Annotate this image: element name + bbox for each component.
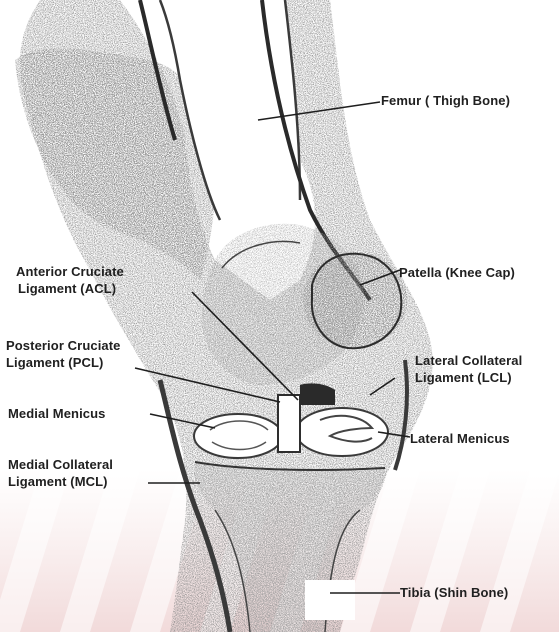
pcl-label: Posterior Cruciate Ligament (PCL) [6, 337, 121, 371]
mcl-label: Medial Collateral Ligament (MCL) [8, 456, 113, 490]
lcl-label-line1: Lateral Collateral [415, 352, 522, 369]
lcl-label: Lateral Collateral Ligament (LCL) [415, 352, 522, 386]
acl-label-line1: Anterior Cruciate [14, 263, 124, 280]
pcl-label-line2: Ligament (PCL) [6, 354, 121, 371]
medial-meniscus-label: Medial Menicus [8, 405, 105, 422]
acl-label: Anterior Cruciate Ligament (ACL) [14, 263, 124, 297]
patella-label: Patella (Knee Cap) [399, 264, 515, 281]
pcl-label-line1: Posterior Cruciate [6, 337, 121, 354]
lateral-meniscus [296, 408, 388, 456]
medial-meniscus [194, 414, 282, 458]
lateral-meniscus-label: Lateral Menicus [410, 430, 510, 447]
acl-label-line2: Ligament (ACL) [14, 280, 124, 297]
patella-bone [303, 252, 407, 348]
mcl-label-line1: Medial Collateral [8, 456, 113, 473]
mcl-label-line2: Ligament (MCL) [8, 473, 113, 490]
lcl-label-line2: Ligament (LCL) [415, 369, 522, 386]
femur-label: Femur ( Thigh Bone) [381, 92, 510, 109]
tibia-label: Tibia (Shin Bone) [400, 584, 508, 601]
